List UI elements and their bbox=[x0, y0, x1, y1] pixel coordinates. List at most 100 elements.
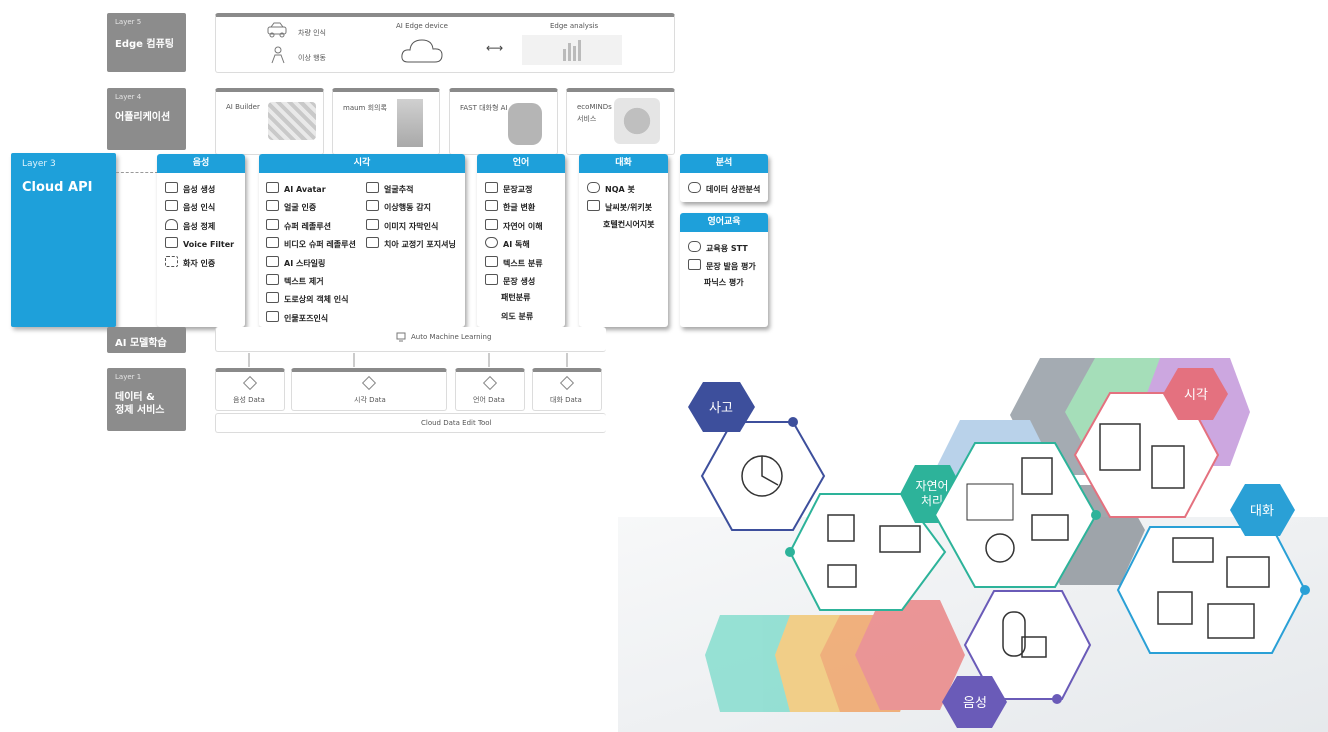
data-dialog-label: 대화 Data bbox=[550, 396, 582, 404]
vision-image-icon bbox=[1099, 423, 1141, 471]
vision-label: 시각 bbox=[1184, 388, 1208, 403]
center-hexagon bbox=[933, 442, 1098, 588]
flowchart-icon bbox=[966, 483, 1014, 521]
chat-icon bbox=[587, 200, 600, 211]
vision-box: 시각 bbox=[259, 154, 465, 327]
data-tool-label: Cloud Data Edit Tool bbox=[421, 419, 492, 427]
vision-left-3[interactable]: 비디오 슈퍼 레졸루션 bbox=[266, 237, 356, 250]
blank-icon bbox=[688, 277, 699, 286]
alert-icon bbox=[366, 200, 379, 211]
blank-icon bbox=[485, 311, 496, 320]
dialog-label: 대화 bbox=[1250, 504, 1274, 519]
data-voice-label: 음성 Data bbox=[233, 396, 265, 404]
blank-icon bbox=[587, 219, 598, 228]
microphone-icon bbox=[1002, 611, 1026, 657]
vision-grid-icon bbox=[1151, 445, 1185, 489]
english-title: 영어교육 bbox=[680, 213, 768, 232]
voice-item-3[interactable]: Voice Filter bbox=[165, 237, 234, 249]
dialog-badge bbox=[1230, 484, 1295, 536]
data-panel-language bbox=[455, 368, 525, 411]
vision-left-2[interactable]: 슈퍼 레졸루션 bbox=[266, 219, 331, 232]
head-icon bbox=[485, 237, 498, 248]
maum-illustration bbox=[397, 99, 423, 147]
browser-chat-icon bbox=[1207, 603, 1255, 639]
layer-connector-arrows bbox=[248, 353, 568, 367]
voice-item-4[interactable]: 화자 인증 bbox=[165, 256, 215, 269]
vision-title: 시각 bbox=[259, 154, 465, 173]
layer1-number: Layer 1 bbox=[115, 373, 142, 381]
vision-right-1[interactable]: 이상행동 감지 bbox=[366, 200, 431, 213]
analysis-box: 분석 bbox=[680, 154, 768, 202]
language-item-6[interactable]: 패턴분류 bbox=[485, 292, 530, 303]
english-box: 영어교육 bbox=[680, 213, 768, 327]
document-icon bbox=[165, 200, 178, 211]
filter-icon bbox=[165, 237, 178, 248]
face-auth-icon bbox=[266, 200, 279, 211]
analysis-title: 분석 bbox=[680, 154, 768, 173]
voice-item-2[interactable]: 음성 정제 bbox=[165, 219, 215, 232]
monitor-icon bbox=[485, 182, 498, 193]
layer4-number: Layer 4 bbox=[115, 93, 142, 101]
layer2-title: AI 모델학습 bbox=[115, 338, 167, 349]
vision-left-6[interactable]: 도로상의 객체 인식 bbox=[266, 292, 348, 305]
vision-left-4[interactable]: AI 스타일링 bbox=[266, 256, 325, 269]
dialog-item-2[interactable]: 호텔컨시어지봇 bbox=[587, 219, 655, 230]
bar-chart-icon bbox=[563, 40, 581, 61]
layer3-dotted-line bbox=[116, 172, 158, 173]
bot-icon bbox=[688, 182, 701, 193]
ecominds-illustration bbox=[614, 98, 660, 144]
dialog-item-1[interactable]: 날씨봇/위키봇 bbox=[587, 200, 652, 213]
language-item-1[interactable]: 한글 변환 bbox=[485, 200, 535, 213]
headphones-icon bbox=[165, 219, 178, 230]
voice-item-1[interactable]: 음성 인식 bbox=[165, 200, 215, 213]
language-item-4[interactable]: 텍스트 분류 bbox=[485, 256, 543, 269]
language-item-3[interactable]: AI 독해 bbox=[485, 237, 530, 250]
layer1-title-line1: 데이터 & bbox=[115, 392, 155, 403]
app-maum: maum 회의록 bbox=[343, 104, 387, 112]
app-panel-maum bbox=[332, 88, 440, 155]
english-item-2[interactable]: 파닉스 평가 bbox=[688, 277, 744, 288]
layer4-tag: Layer 4 어플리케이션 bbox=[107, 88, 186, 150]
list-icon bbox=[485, 256, 498, 267]
app-ecominds-service: 서비스 bbox=[577, 115, 597, 123]
network-icon bbox=[485, 219, 498, 230]
abnormal-behavior-label: 이상 행동 bbox=[298, 54, 326, 62]
voice-chat-icon bbox=[1021, 636, 1047, 658]
edge-device-label: AI Edge device bbox=[396, 22, 448, 30]
english-item-0[interactable]: 교육용 STT bbox=[688, 241, 748, 254]
vision-left-1[interactable]: 얼굴 인증 bbox=[266, 200, 316, 213]
data-language-label: 언어 Data bbox=[473, 396, 505, 404]
layer4-title: 어플리케이션 bbox=[115, 112, 171, 123]
vision-badge bbox=[1163, 368, 1228, 420]
doc-gen-icon bbox=[485, 274, 498, 285]
tooth-icon bbox=[366, 237, 379, 248]
language-item-0[interactable]: 문장교정 bbox=[485, 182, 532, 195]
english-item-1[interactable]: 문장 발음 평가 bbox=[688, 259, 756, 272]
vision-left-0[interactable]: AI Avatar bbox=[266, 182, 326, 194]
language-item-7[interactable]: 의도 분류 bbox=[485, 311, 533, 322]
edge-analysis-label: Edge analysis bbox=[550, 22, 599, 30]
vision-left-5[interactable]: 텍스트 제거 bbox=[266, 274, 324, 287]
vehicle-recognition-label: 차량 인식 bbox=[298, 29, 326, 37]
vision-right-0[interactable]: 얼굴추적 bbox=[366, 182, 413, 195]
voice-badge bbox=[942, 676, 1007, 728]
language-item-2[interactable]: 자연어 이해 bbox=[485, 219, 543, 232]
think-badge bbox=[688, 382, 755, 432]
app-ecominds: ecoMINDs bbox=[577, 103, 612, 111]
edge-analysis-chart bbox=[522, 35, 622, 65]
data-tool-panel bbox=[215, 413, 606, 433]
automl-label: Auto Machine Learning bbox=[411, 333, 492, 341]
analysis-item-0[interactable]: 데이터 상관분석 bbox=[688, 182, 760, 195]
settings-window-icon bbox=[1226, 556, 1270, 588]
voice-label: 음성 bbox=[963, 696, 987, 711]
vision-right-3[interactable]: 치아 교정기 포지셔닝 bbox=[366, 237, 456, 250]
language-item-5[interactable]: 문장 생성 bbox=[485, 274, 535, 287]
voice-item-0[interactable]: 음성 생성 bbox=[165, 182, 215, 195]
ai-hexagon-diagram: 사고 자연어 처리 시각 대화 음성 bbox=[618, 358, 1328, 732]
automl-panel bbox=[215, 327, 606, 352]
nlp-target-icon bbox=[827, 514, 855, 542]
layer5-title: Edge 컴퓨팅 bbox=[115, 39, 175, 50]
vision-right-2[interactable]: 이미지 자막인식 bbox=[366, 219, 438, 232]
vision-left-7[interactable]: 인물포즈인식 bbox=[266, 311, 328, 324]
dialog-item-0[interactable]: NQA 봇 bbox=[587, 182, 635, 195]
